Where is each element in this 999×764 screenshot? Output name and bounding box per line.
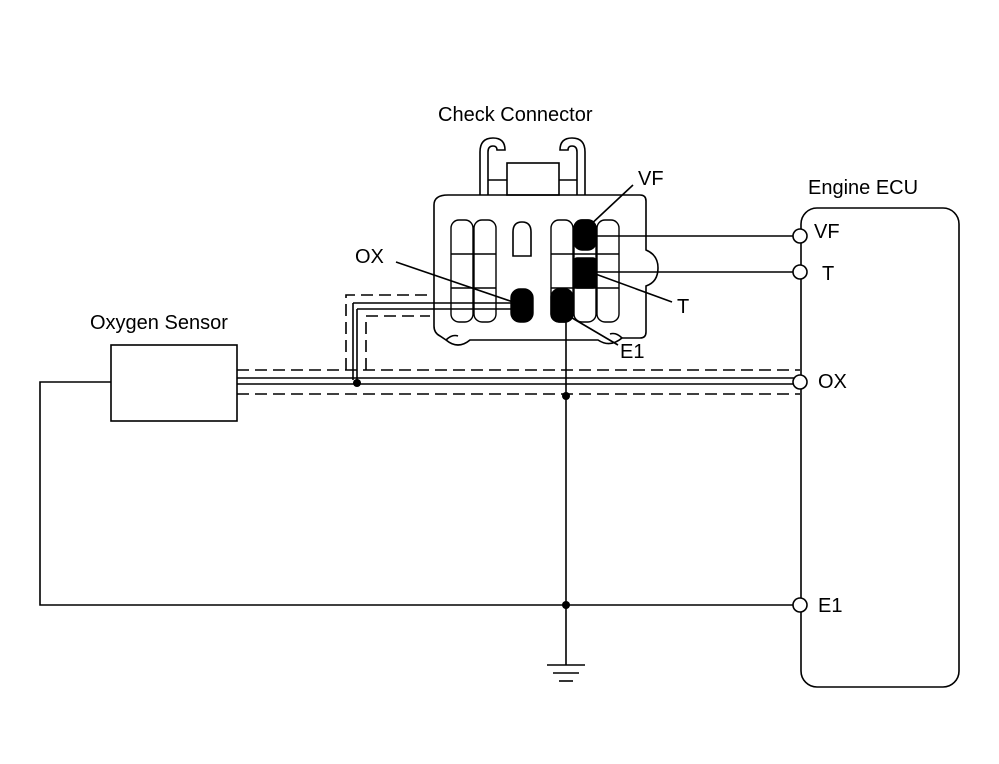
engine-ecu-box <box>800 207 960 688</box>
ecu-terminal-ox <box>792 374 808 390</box>
connector-pin-ox <box>510 288 534 323</box>
connector-pin-t <box>573 257 597 289</box>
wiring <box>39 184 800 682</box>
check-connector <box>433 137 659 346</box>
oxygen-sensor-box <box>110 344 238 422</box>
connector-pin-vf <box>573 219 597 251</box>
ecu-label-vf: VF <box>814 221 840 243</box>
callout-ox: OX <box>355 246 384 268</box>
ecu-label-e1: E1 <box>818 595 842 617</box>
engine-ecu-title: Engine ECU <box>808 177 918 199</box>
connector-pin-e1 <box>550 288 574 323</box>
callout-vf: VF <box>638 168 664 190</box>
ecu-terminal-e1 <box>792 597 808 613</box>
ecu-terminal-t <box>792 264 808 280</box>
connector-latch-box <box>506 162 560 196</box>
check-connector-title: Check Connector <box>438 104 593 126</box>
ecu-label-t: T <box>822 263 834 285</box>
connector-latch <box>479 137 506 195</box>
connector-latch-right <box>559 137 586 195</box>
callout-e1: E1 <box>620 341 644 363</box>
ecu-label-ox: OX <box>818 371 847 393</box>
oxygen-sensor-title: Oxygen Sensor <box>90 312 228 334</box>
callout-t: T <box>677 296 689 318</box>
connector-body <box>433 194 659 346</box>
ecu-terminal-vf <box>792 228 808 244</box>
